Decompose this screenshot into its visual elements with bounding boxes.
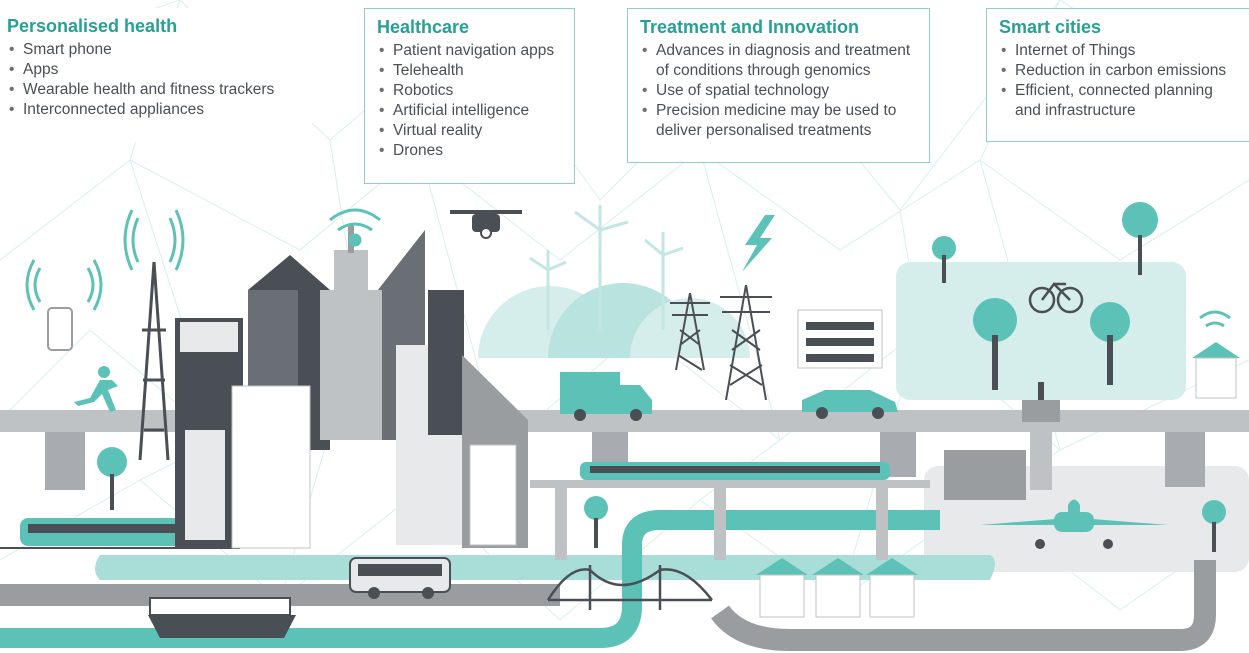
- runner-icon: [74, 366, 118, 412]
- bus-icon: [349, 557, 451, 599]
- list-item: Precision medicine may be used to delive…: [640, 101, 919, 141]
- smart-cities-title: Smart cities: [999, 17, 1102, 37]
- list-item: Efficient, connected planning and infras…: [999, 81, 1239, 121]
- train-icon: [0, 462, 890, 549]
- cell-tower-icon: [138, 261, 170, 461]
- list-item: Smart phone: [7, 40, 302, 60]
- list-item: Artificial intelligence: [377, 101, 564, 121]
- power-plant-domes: [478, 283, 750, 358]
- treatment-innovation-box: Treatment and Innovation Advances in dia…: [627, 8, 930, 163]
- treatment-innovation-list: Advances in diagnosis and treatment of c…: [640, 41, 919, 141]
- healthcare-list: Patient navigation apps Telehealth Robot…: [377, 41, 564, 161]
- bicycle-icon: [1028, 282, 1084, 314]
- bridge-icon: [546, 565, 713, 610]
- smart-cities-box: Smart cities Internet of Things Reductio…: [986, 8, 1249, 142]
- car-icon: [802, 390, 898, 419]
- roads: [0, 560, 1216, 651]
- apartment-building: [797, 309, 883, 369]
- wind-turbine-icon: [529, 205, 684, 330]
- airplane-icon: [980, 499, 1168, 549]
- tree-icon: [97, 202, 1226, 552]
- terminal-building: [944, 450, 1026, 500]
- truck-icon: [560, 372, 652, 421]
- list-item: Interconnected appliances: [7, 100, 302, 120]
- house-icon: [756, 342, 1240, 618]
- personalised-health-list: Smart phone Apps Wearable health and fit…: [7, 40, 302, 120]
- treatment-innovation-title: Treatment and Innovation: [640, 17, 860, 37]
- list-item: Robotics: [377, 81, 564, 101]
- control-tower-icon: [1022, 382, 1060, 490]
- elevated-rail: [530, 480, 930, 560]
- list-item: Drones: [377, 141, 564, 161]
- list-item: Patient navigation apps: [377, 41, 564, 61]
- river: [0, 510, 940, 648]
- park-area: [896, 262, 1186, 400]
- smart-cities-list: Internet of Things Reduction in carbon e…: [999, 41, 1239, 121]
- list-item: Apps: [7, 60, 302, 80]
- power-pylon-icon: [670, 284, 772, 401]
- list-item: Wearable health and fitness trackers: [7, 80, 302, 100]
- healthcare-box: Healthcare Patient navigation apps Teleh…: [364, 8, 575, 184]
- personalised-health-box: Personalised health Smart phone Apps Wea…: [0, 8, 312, 142]
- lightning-icon: [742, 215, 775, 272]
- list-item: Internet of Things: [999, 41, 1239, 61]
- wifi-icon: [25, 208, 1231, 328]
- list-item: Virtual reality: [377, 121, 564, 141]
- list-item: Telehealth: [377, 61, 564, 81]
- list-item: Use of spatial technology: [640, 81, 919, 101]
- healthcare-title: Healthcare: [377, 17, 470, 37]
- skyline: [175, 225, 528, 549]
- list-item: Advances in diagnosis and treatment of c…: [640, 41, 919, 81]
- smartphone-icon: [47, 307, 73, 351]
- drone-icon: [450, 210, 522, 239]
- list-item: Reduction in carbon emissions: [999, 61, 1239, 81]
- personalised-health-title: Personalised health: [7, 16, 178, 36]
- ferry-icon: [148, 597, 296, 638]
